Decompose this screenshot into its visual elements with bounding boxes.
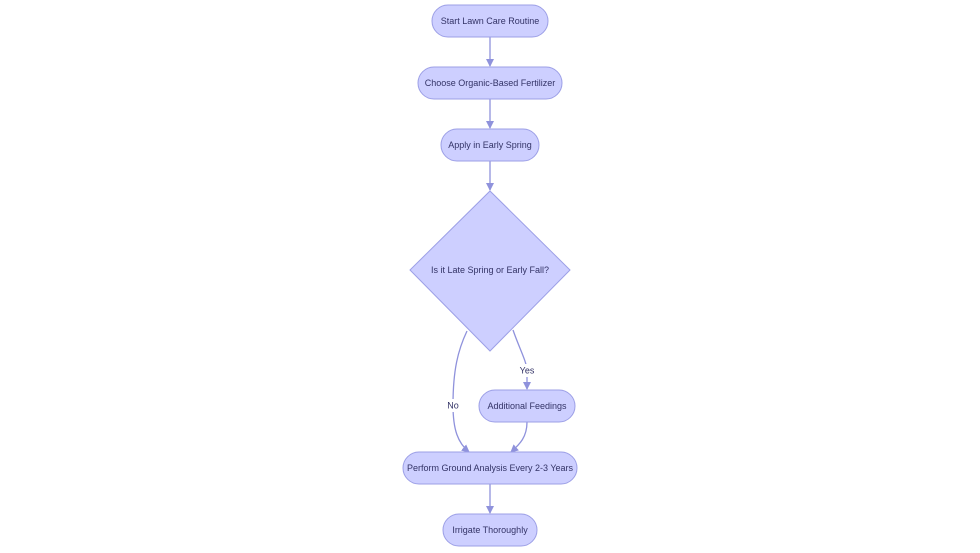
node-analysis-label: Perform Ground Analysis Every 2-3 Years: [407, 463, 574, 473]
edge-label-yes: Yes: [517, 364, 537, 377]
node-decision: Is it Late Spring or Early Fall?: [409, 190, 571, 352]
node-fertilizer-label: Choose Organic-Based Fertilizer: [425, 78, 556, 88]
edge-label-yes-text: Yes: [520, 366, 535, 376]
node-spring: Apply in Early Spring: [440, 128, 540, 162]
edge-feedings-to-analysis: [510, 421, 528, 453]
node-feedings: Additional Feedings: [478, 389, 576, 423]
edge-decision-yes: [512, 329, 531, 390]
node-fertilizer: Choose Organic-Based Fertilizer: [417, 66, 563, 100]
node-decision-label: Is it Late Spring or Early Fall?: [431, 265, 549, 275]
node-irrigate-label: Irrigate Thoroughly: [452, 525, 528, 535]
node-start-label: Start Lawn Care Routine: [441, 16, 540, 26]
node-start: Start Lawn Care Routine: [431, 4, 549, 38]
edge-decision-no: [452, 330, 470, 453]
node-feedings-label: Additional Feedings: [487, 401, 567, 411]
edge-label-no: No: [444, 399, 462, 412]
edge-label-no-text: No: [447, 401, 459, 411]
node-analysis: Perform Ground Analysis Every 2-3 Years: [402, 451, 578, 485]
node-irrigate: Irrigate Thoroughly: [442, 513, 538, 547]
node-spring-label: Apply in Early Spring: [448, 140, 532, 150]
